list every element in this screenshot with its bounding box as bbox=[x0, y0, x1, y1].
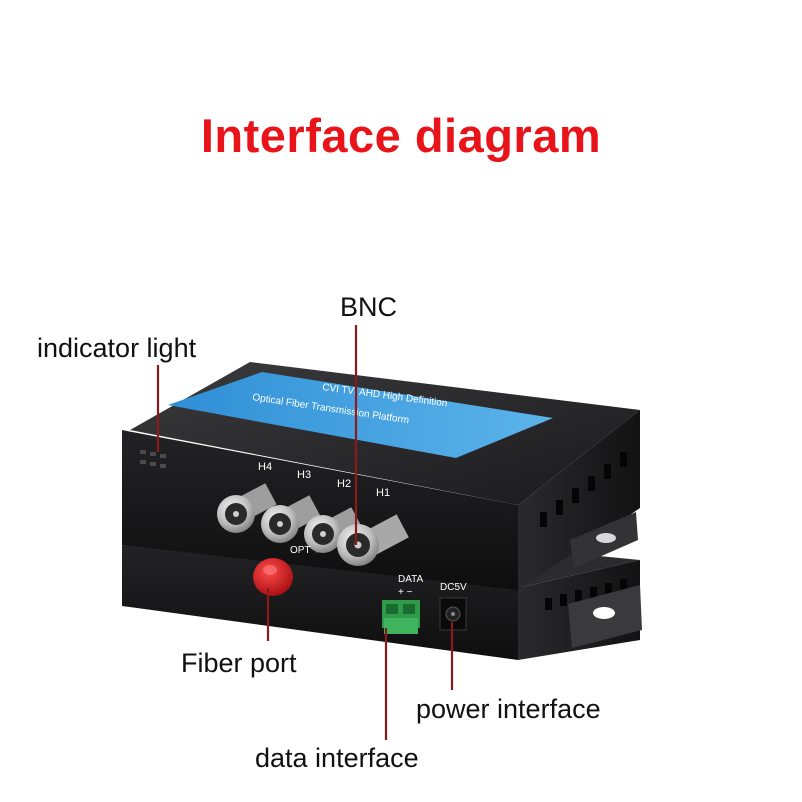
bnc-connector-h3 bbox=[261, 495, 321, 543]
bnc-connectors bbox=[217, 483, 409, 566]
fiber-port-cap bbox=[253, 558, 293, 596]
indicator-leds bbox=[140, 450, 166, 468]
bnc-connector-h4 bbox=[217, 483, 277, 533]
callout-indicator-light: indicator light bbox=[37, 333, 197, 363]
port-label-h4: H4 bbox=[258, 461, 272, 473]
callout-bnc: BNC bbox=[340, 292, 398, 322]
dc-label: DC5V bbox=[440, 582, 467, 593]
port-label-h3: H3 bbox=[297, 469, 311, 481]
data-terminal bbox=[382, 600, 420, 634]
diagram-title: Interface diagram bbox=[200, 109, 602, 162]
callout-fiber-port: Fiber port bbox=[181, 648, 297, 678]
callout-power-interface: power interface bbox=[416, 694, 601, 724]
opt-label: OPT bbox=[290, 545, 311, 556]
port-label-h2: H2 bbox=[337, 478, 351, 490]
label-stripe bbox=[168, 372, 553, 458]
data-polarity: + − bbox=[398, 587, 413, 598]
port-label-h1: H1 bbox=[376, 487, 390, 499]
upper-unit: CVI TVI AHD High Definition Optical Fibe… bbox=[122, 362, 640, 590]
bnc-connector-h1 bbox=[337, 514, 409, 566]
data-label: DATA bbox=[398, 574, 424, 585]
callout-data-interface: data interface bbox=[255, 743, 419, 773]
bnc-connector-h2 bbox=[304, 507, 363, 553]
